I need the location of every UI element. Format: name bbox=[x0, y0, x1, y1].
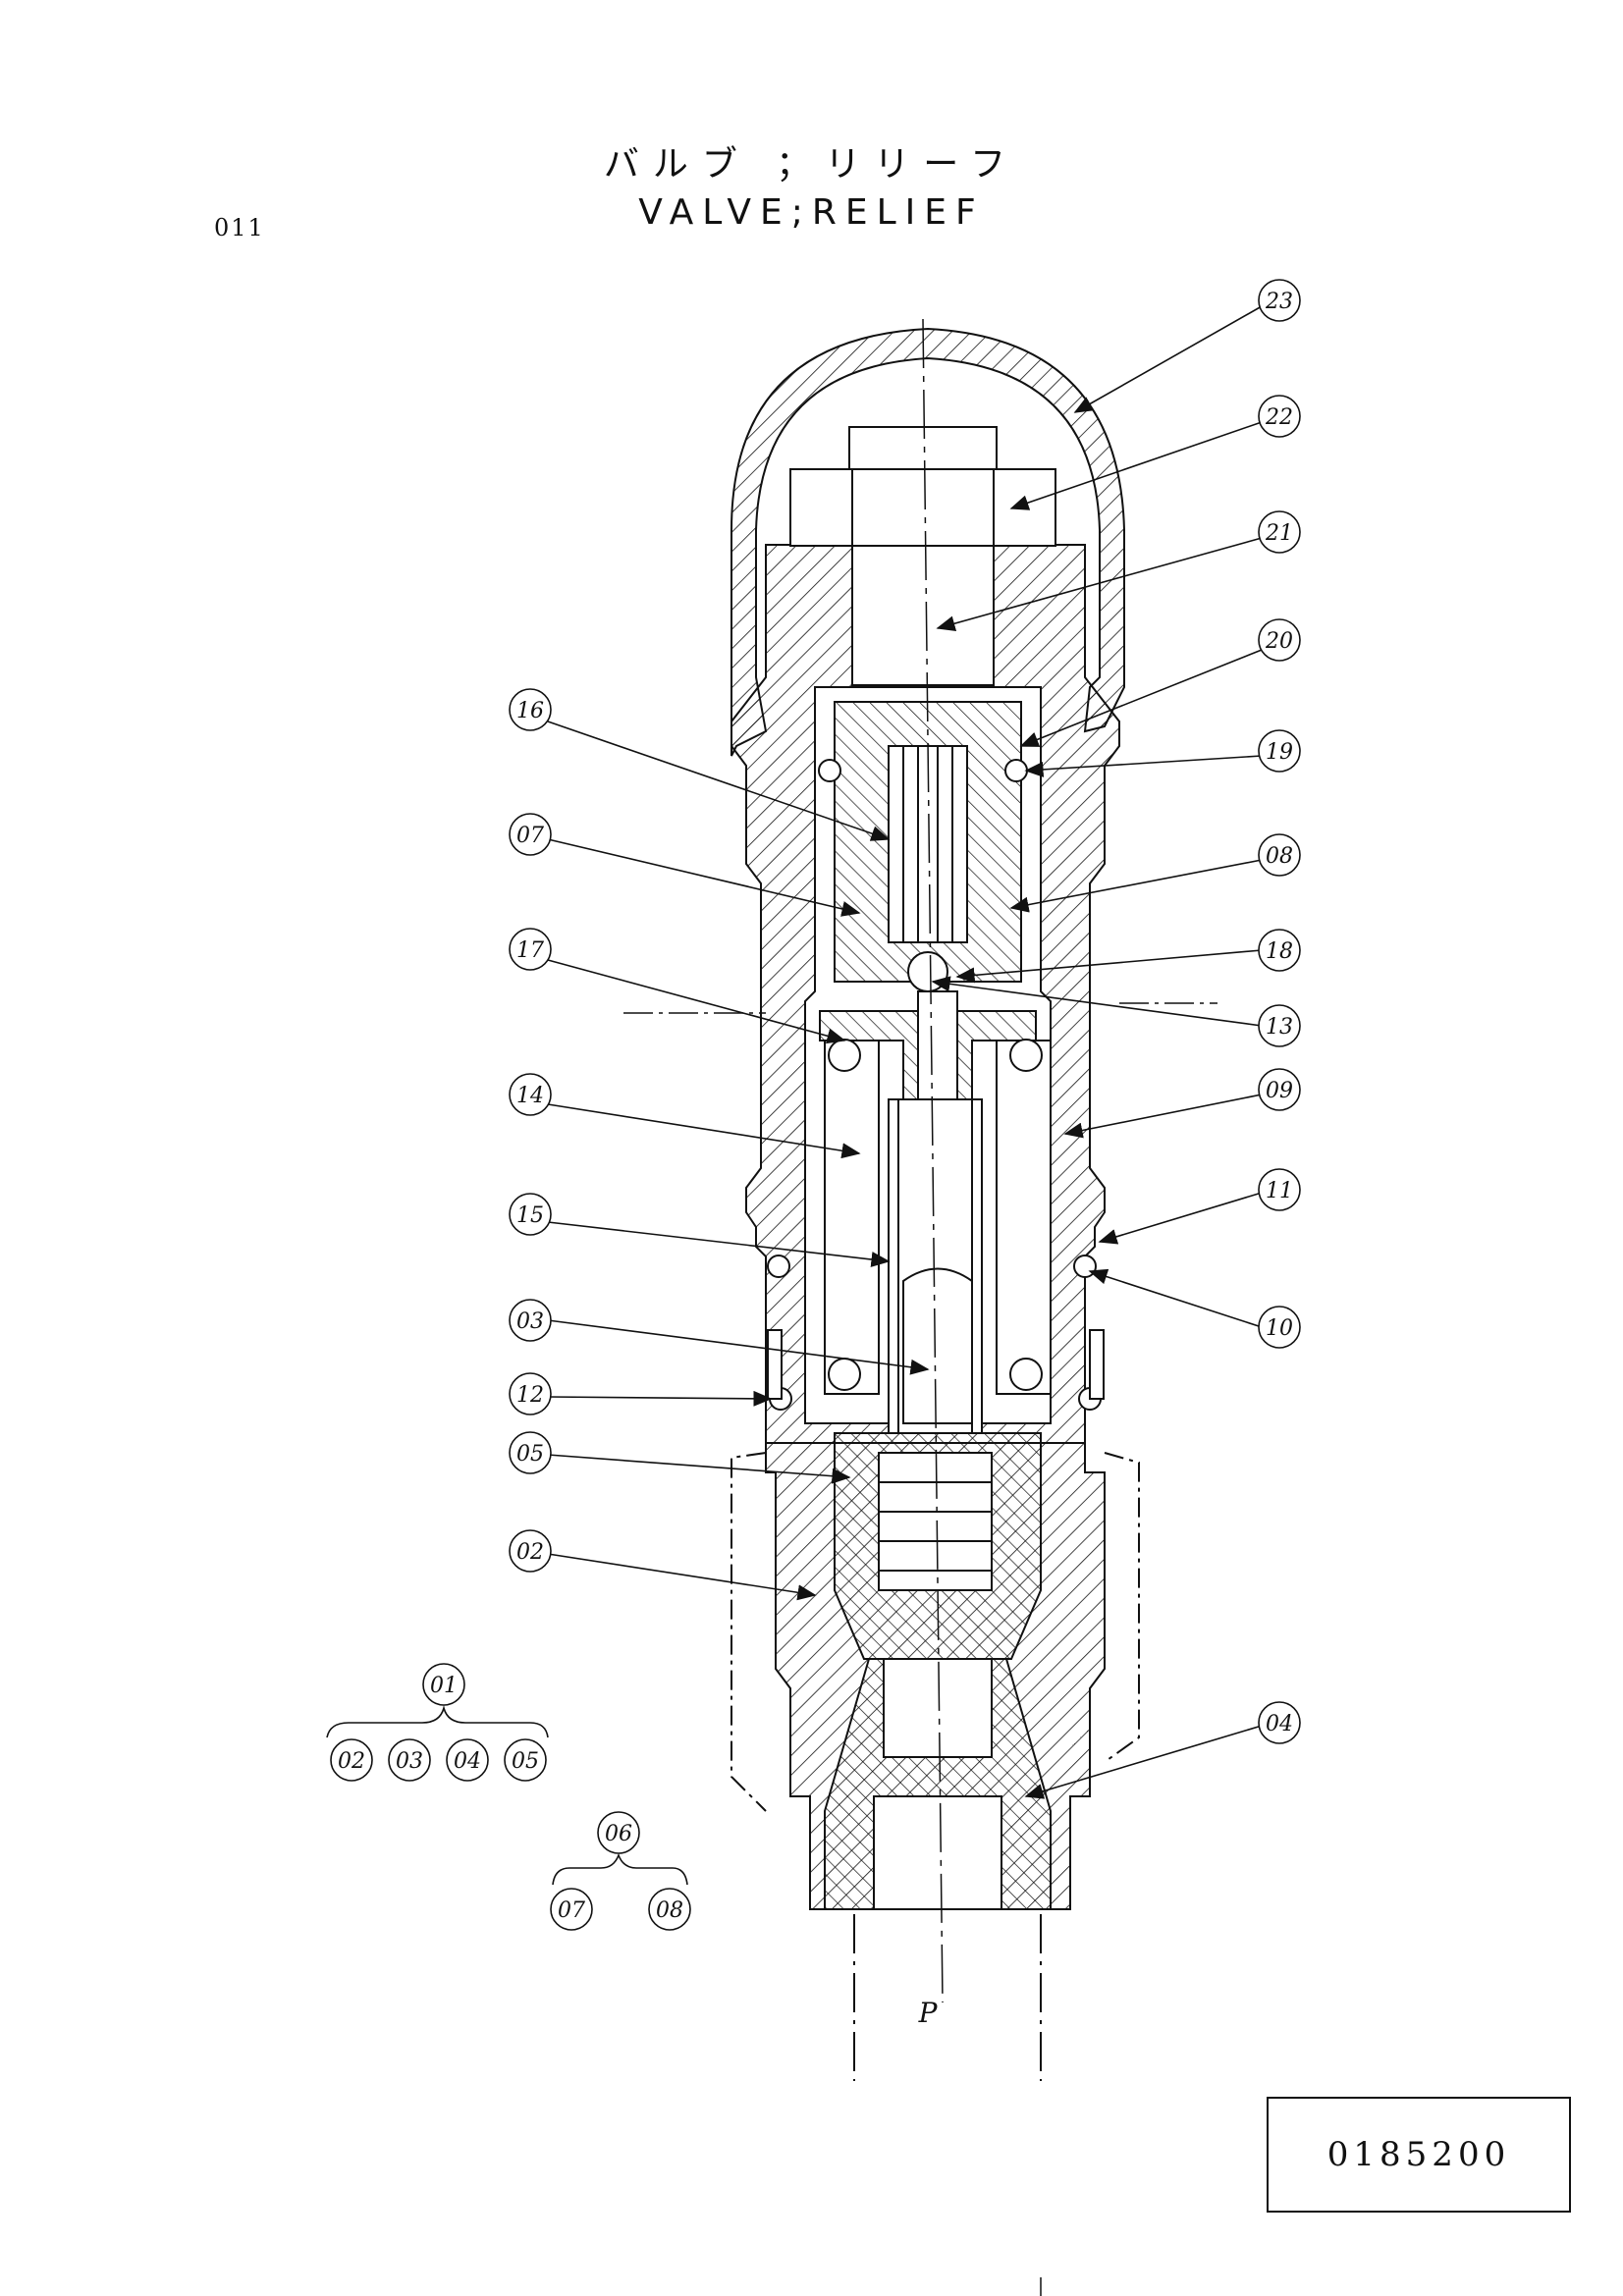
callout-06: 06 bbox=[597, 1811, 640, 1854]
group-03: 03 bbox=[388, 1738, 431, 1782]
callout-13: 13 bbox=[1258, 1004, 1301, 1047]
svg-text:18: 18 bbox=[1266, 939, 1293, 964]
svg-text:04: 04 bbox=[454, 1749, 481, 1774]
group-08: 08 bbox=[648, 1888, 691, 1931]
svg-text:04: 04 bbox=[1266, 1712, 1293, 1736]
callouts: 23 22 21 20 19 16 07 08 17 18 13 14 09 1… bbox=[330, 279, 1301, 1931]
callout-15: 15 bbox=[509, 1193, 552, 1236]
callout-02a: 02 bbox=[509, 1529, 552, 1573]
callout-01: 01 bbox=[422, 1663, 465, 1706]
callout-08a: 08 bbox=[1258, 833, 1301, 877]
group-02: 02 bbox=[330, 1738, 373, 1782]
callout-14: 14 bbox=[509, 1073, 552, 1116]
outer-spring-left bbox=[824, 1039, 880, 1395]
callout-05a: 05 bbox=[509, 1431, 552, 1474]
title-japanese: バルブ ；リリーフ bbox=[603, 144, 1020, 185]
callout-19: 19 bbox=[1258, 729, 1301, 773]
center-line bbox=[922, 318, 944, 2003]
callout-18: 18 bbox=[1258, 929, 1301, 972]
svg-text:09: 09 bbox=[1266, 1079, 1293, 1103]
svg-text:14: 14 bbox=[516, 1084, 544, 1108]
svg-text:16: 16 bbox=[516, 699, 544, 723]
callout-11: 11 bbox=[1258, 1168, 1301, 1211]
svg-text:05: 05 bbox=[512, 1749, 539, 1774]
svg-text:23: 23 bbox=[1265, 290, 1293, 314]
leader-lines bbox=[326, 305, 1263, 1886]
svg-text:02: 02 bbox=[516, 1540, 544, 1565]
svg-text:07: 07 bbox=[516, 824, 544, 848]
svg-text:10: 10 bbox=[1266, 1316, 1293, 1341]
title-english: VALVE;RELIEF bbox=[638, 192, 985, 233]
svg-text:19: 19 bbox=[1266, 740, 1293, 765]
svg-text:06: 06 bbox=[605, 1822, 632, 1846]
svg-text:11: 11 bbox=[1266, 1179, 1293, 1203]
svg-text:03: 03 bbox=[516, 1309, 544, 1334]
svg-text:17: 17 bbox=[516, 938, 544, 963]
svg-text:03: 03 bbox=[396, 1749, 423, 1774]
group-04: 04 bbox=[446, 1738, 489, 1782]
svg-text:13: 13 bbox=[1266, 1015, 1293, 1040]
callout-12: 12 bbox=[509, 1372, 552, 1415]
port-label: P bbox=[918, 1997, 939, 2029]
callout-04a: 04 bbox=[1258, 1701, 1301, 1744]
pilot-ball bbox=[907, 951, 948, 992]
page-number: 011 bbox=[214, 214, 265, 241]
svg-text:12: 12 bbox=[516, 1383, 544, 1408]
callout-16: 16 bbox=[509, 688, 552, 731]
callout-23: 23 bbox=[1258, 279, 1301, 322]
svg-text:15: 15 bbox=[516, 1203, 544, 1228]
group-07: 07 bbox=[550, 1888, 593, 1931]
svg-text:08: 08 bbox=[1266, 844, 1293, 869]
svg-text:07: 07 bbox=[558, 1898, 585, 1923]
callout-17: 17 bbox=[509, 928, 552, 971]
svg-text:21: 21 bbox=[1265, 521, 1293, 546]
svg-text:01: 01 bbox=[430, 1674, 458, 1698]
lock-nut bbox=[789, 468, 1056, 547]
callout-07a: 07 bbox=[509, 813, 552, 856]
svg-text:08: 08 bbox=[656, 1898, 683, 1923]
valve-section bbox=[730, 327, 1140, 2296]
svg-text:22: 22 bbox=[1265, 405, 1293, 430]
callout-22: 22 bbox=[1258, 395, 1301, 438]
svg-text:02: 02 bbox=[338, 1749, 365, 1774]
svg-text:05: 05 bbox=[516, 1442, 544, 1467]
callout-03a: 03 bbox=[509, 1299, 552, 1342]
callout-10: 10 bbox=[1258, 1306, 1301, 1349]
svg-text:20: 20 bbox=[1265, 629, 1293, 654]
outer-spring-right bbox=[996, 1039, 1052, 1395]
adjusting-screw bbox=[848, 426, 998, 470]
callout-09: 09 bbox=[1258, 1068, 1301, 1111]
callout-20: 20 bbox=[1258, 618, 1301, 662]
main-poppet bbox=[902, 1267, 973, 1424]
drawing-code-box: 0185200 bbox=[1267, 2097, 1571, 2213]
group-05: 05 bbox=[504, 1738, 547, 1782]
callout-21: 21 bbox=[1258, 510, 1301, 554]
